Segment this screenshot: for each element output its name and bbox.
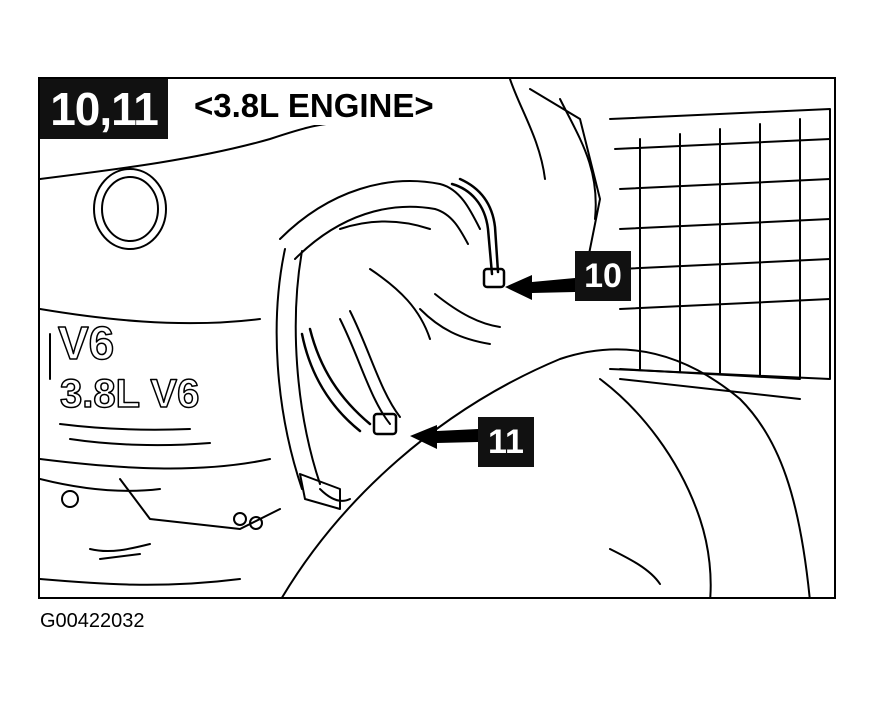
engine-cover [40, 121, 361, 470]
engine-line-art: V6 3.8L V6 [40, 79, 831, 597]
engine-marking: V6 3.8L V6 [57, 316, 211, 447]
arrow-10 [505, 275, 575, 300]
hoses [275, 180, 501, 490]
panel-label-badge: 10,11 [40, 79, 168, 139]
arrow-11 [410, 425, 478, 449]
lower-bracket [40, 473, 351, 586]
intake-duct [281, 348, 811, 597]
engine-marking-line1: V6 [58, 317, 114, 369]
callout-11-badge: 11 [478, 417, 534, 467]
engine-diagram-frame: V6 3.8L V6 [38, 77, 836, 599]
air-box [509, 79, 831, 380]
callout-10-badge: 10 [575, 251, 631, 301]
engine-label: <3.8L ENGINE> [190, 87, 438, 125]
harness-10 [450, 177, 506, 289]
harness-11 [300, 327, 398, 436]
engine-marking-line2: 3.8L V6 [60, 372, 199, 416]
figure-code: G00422032 [40, 610, 145, 632]
